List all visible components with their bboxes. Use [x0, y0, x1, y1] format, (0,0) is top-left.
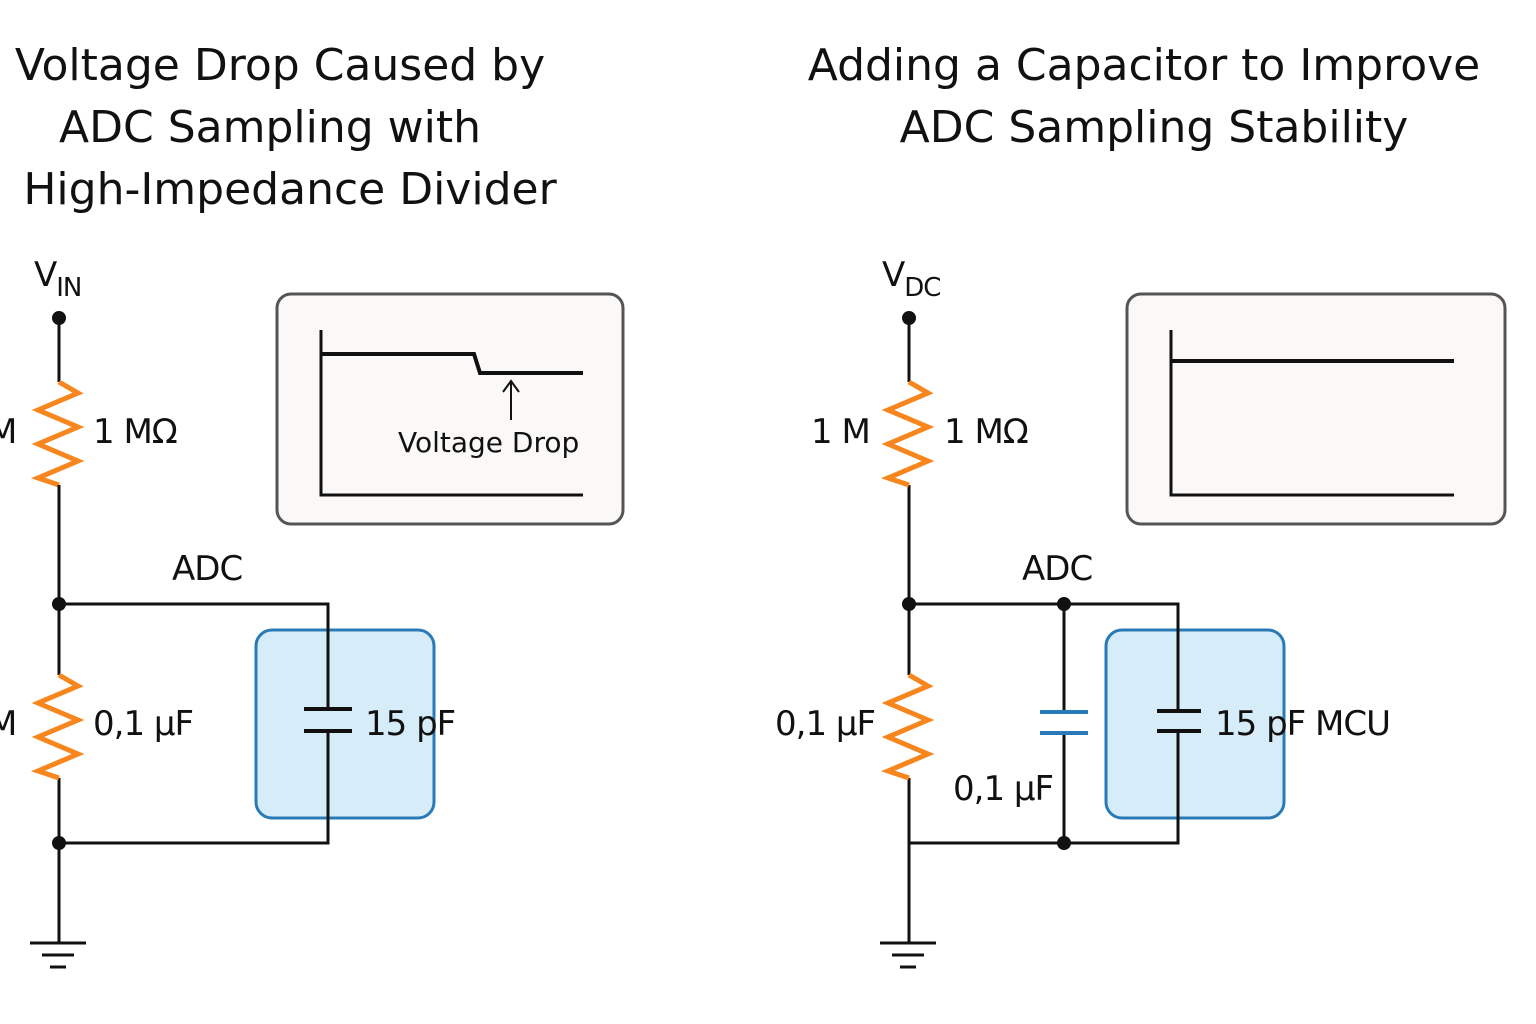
resistor-r2	[880, 672, 935, 781]
r1-left-label: 1 M	[811, 412, 870, 452]
left-title-line-2: ADC Sampling with	[59, 102, 481, 153]
adc-label: ADC	[172, 549, 242, 589]
right-title: Adding a Capacitor to Improve ADC Sampli…	[808, 40, 1480, 153]
added-cap-label: 0,1 µF	[953, 769, 1053, 809]
arrow-up-icon	[502, 379, 520, 420]
mcu-box	[254, 628, 436, 820]
mcu-box	[1104, 628, 1286, 820]
ground-icon	[880, 941, 936, 969]
mcu-cap-label: 15 pF MCU	[1215, 704, 1390, 744]
adc-label: ADC	[1022, 549, 1092, 589]
scope-panel	[1125, 292, 1507, 526]
left-title-line-1: Voltage Drop Caused by	[15, 40, 545, 91]
vdc-label: VDC	[882, 255, 940, 303]
r1-label: 1 MΩ	[944, 412, 1028, 452]
resistor-r1	[880, 379, 935, 488]
left-title-line-3: High-Impedance Divider	[23, 164, 557, 215]
voltage-drop-label: Voltage Drop	[398, 426, 579, 459]
scope-panel	[275, 292, 625, 526]
sampling-capacitor	[1157, 709, 1201, 733]
right-title-line-1: Adding a Capacitor to Improve	[808, 40, 1480, 91]
cut-label: M	[0, 412, 16, 452]
ground-icon	[30, 941, 86, 969]
node-dot	[52, 597, 66, 611]
left-circuit: VIN M M 1 MΩ 0,1 µF ADC 15 pF Voltage Dr…	[0, 255, 625, 969]
r1-label: 1 MΩ	[93, 412, 177, 452]
scope-axes	[1169, 330, 1454, 497]
r2-label: 0,1 µF	[775, 704, 875, 744]
cut-label-2: M	[0, 704, 16, 744]
r2-label: 0,1 µF	[93, 704, 193, 744]
right-title-line-2: ADC Sampling Stability	[900, 102, 1409, 153]
left-title: Voltage Drop Caused by ADC Sampling with…	[15, 40, 558, 215]
node-dot	[1057, 597, 1071, 611]
right-circuit: VDC 1 M 1 MΩ 0,1 µF ADC 0,1 µF 15 pF MCU	[775, 255, 1507, 969]
wire	[909, 602, 1180, 845]
wire	[59, 602, 330, 845]
cap-label: 15 pF	[365, 704, 455, 744]
voltage-trace	[321, 352, 583, 375]
scope-axes	[319, 330, 583, 497]
resistor-r1	[30, 379, 85, 488]
vin-label: VIN	[34, 255, 81, 303]
resistor-r2	[30, 672, 85, 781]
sampling-capacitor	[304, 707, 352, 733]
node-dot	[52, 836, 66, 850]
node-dot	[902, 597, 916, 611]
node-dot	[1057, 836, 1071, 850]
added-capacitor	[1040, 710, 1088, 735]
